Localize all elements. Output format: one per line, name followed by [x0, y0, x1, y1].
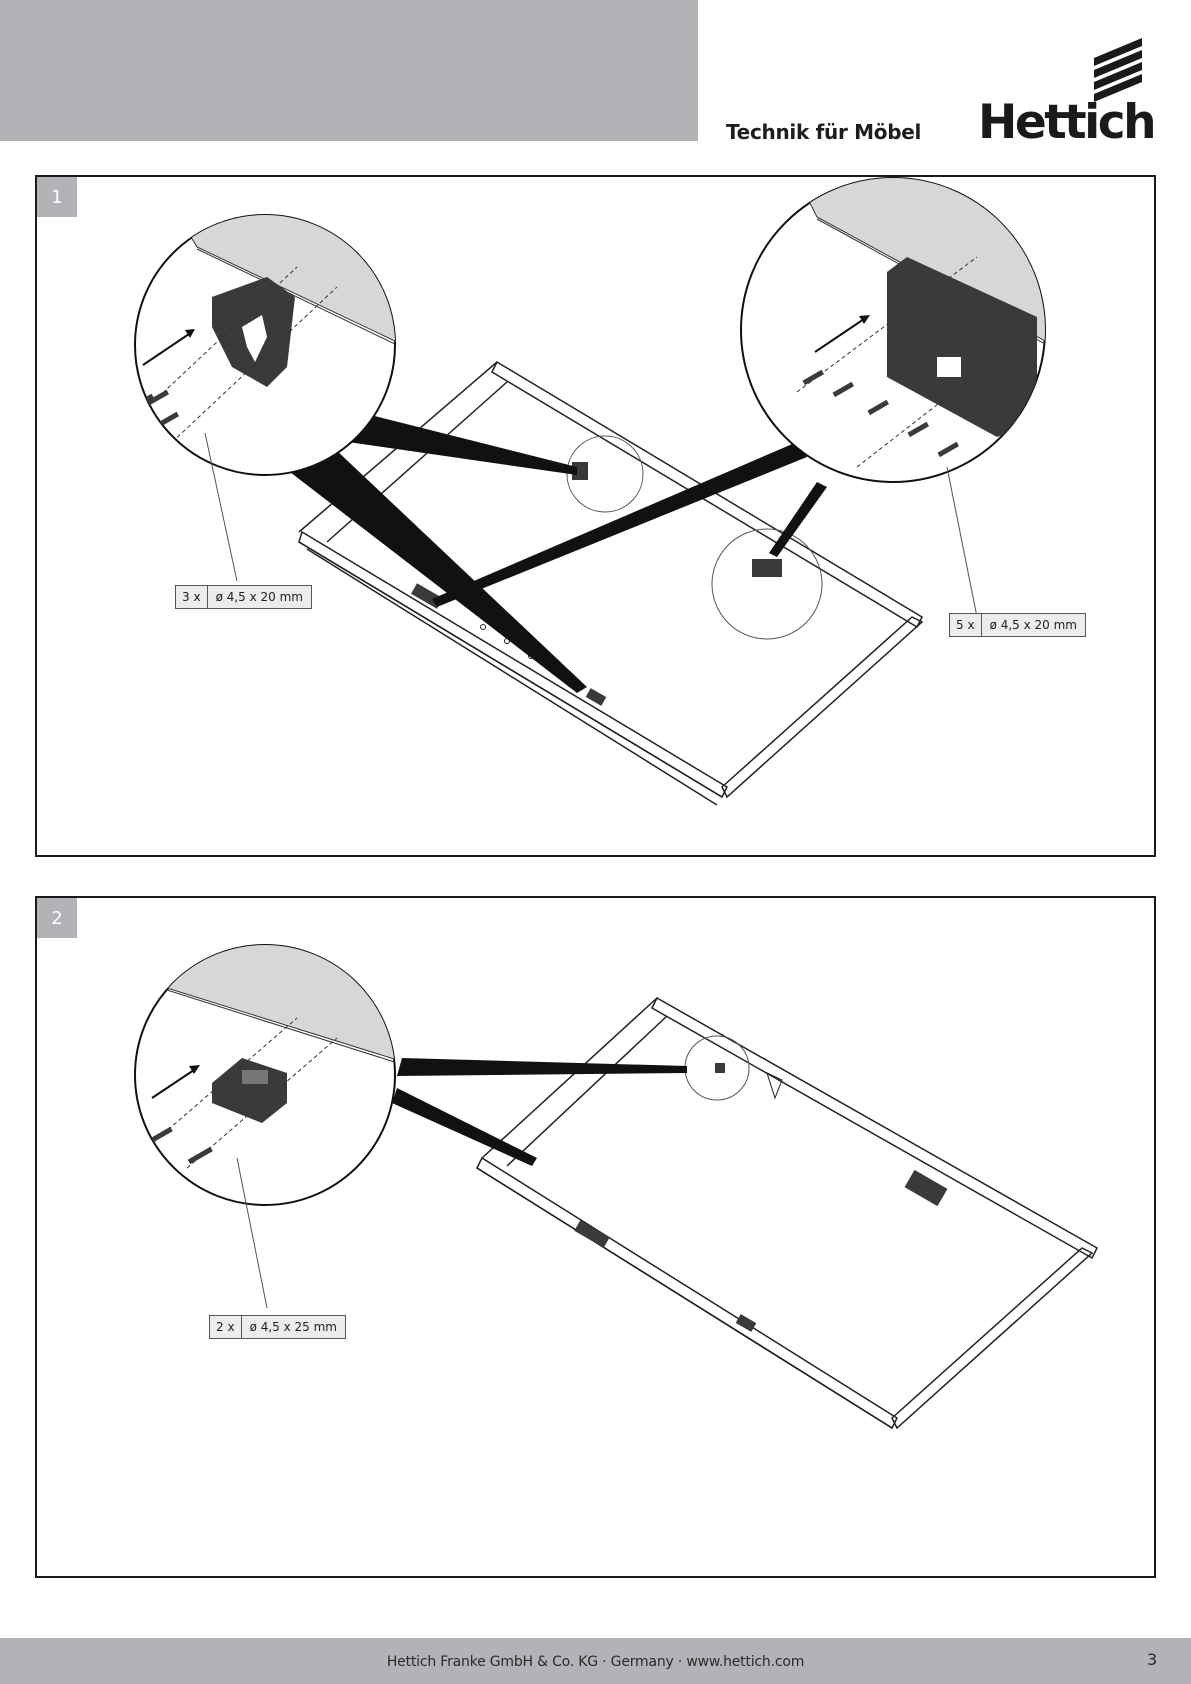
- hettich-logo: Hettich: [978, 36, 1158, 146]
- step-1-illustration: [37, 177, 1156, 857]
- screw-spec-label: 2 x ø 4,5 x 25 mm: [209, 1315, 346, 1339]
- step-2-illustration: [37, 898, 1156, 1578]
- step-2-panel: 2: [35, 896, 1156, 1578]
- frame-parts: [574, 1063, 947, 1332]
- header-band: [0, 0, 698, 141]
- screw-quantity: 2 x: [210, 1316, 242, 1338]
- detail-circle-right: [741, 177, 1047, 617]
- logo-wordmark: Hettich: [978, 99, 1154, 146]
- detail-circle: [135, 928, 407, 1308]
- step-1-panel: 1: [35, 175, 1156, 857]
- tagline: Technik für Möbel: [726, 120, 921, 144]
- screw-spec-label: 5 x ø 4,5 x 20 mm: [949, 613, 1086, 637]
- screw-dimension: ø 4,5 x 20 mm: [982, 614, 1085, 636]
- drawer-frame: [477, 998, 1097, 1428]
- footer-company: Hettich Franke GmbH & Co. KG · Germany ·…: [0, 1654, 1191, 1670]
- screw-quantity: 3 x: [176, 586, 208, 608]
- page-number: 3: [1147, 1650, 1157, 1669]
- screw-spec-label: 3 x ø 4,5 x 20 mm: [175, 585, 312, 609]
- screw-dimension: ø 4,5 x 25 mm: [242, 1316, 345, 1338]
- screw-dimension: ø 4,5 x 20 mm: [208, 586, 311, 608]
- screw-quantity: 5 x: [950, 614, 982, 636]
